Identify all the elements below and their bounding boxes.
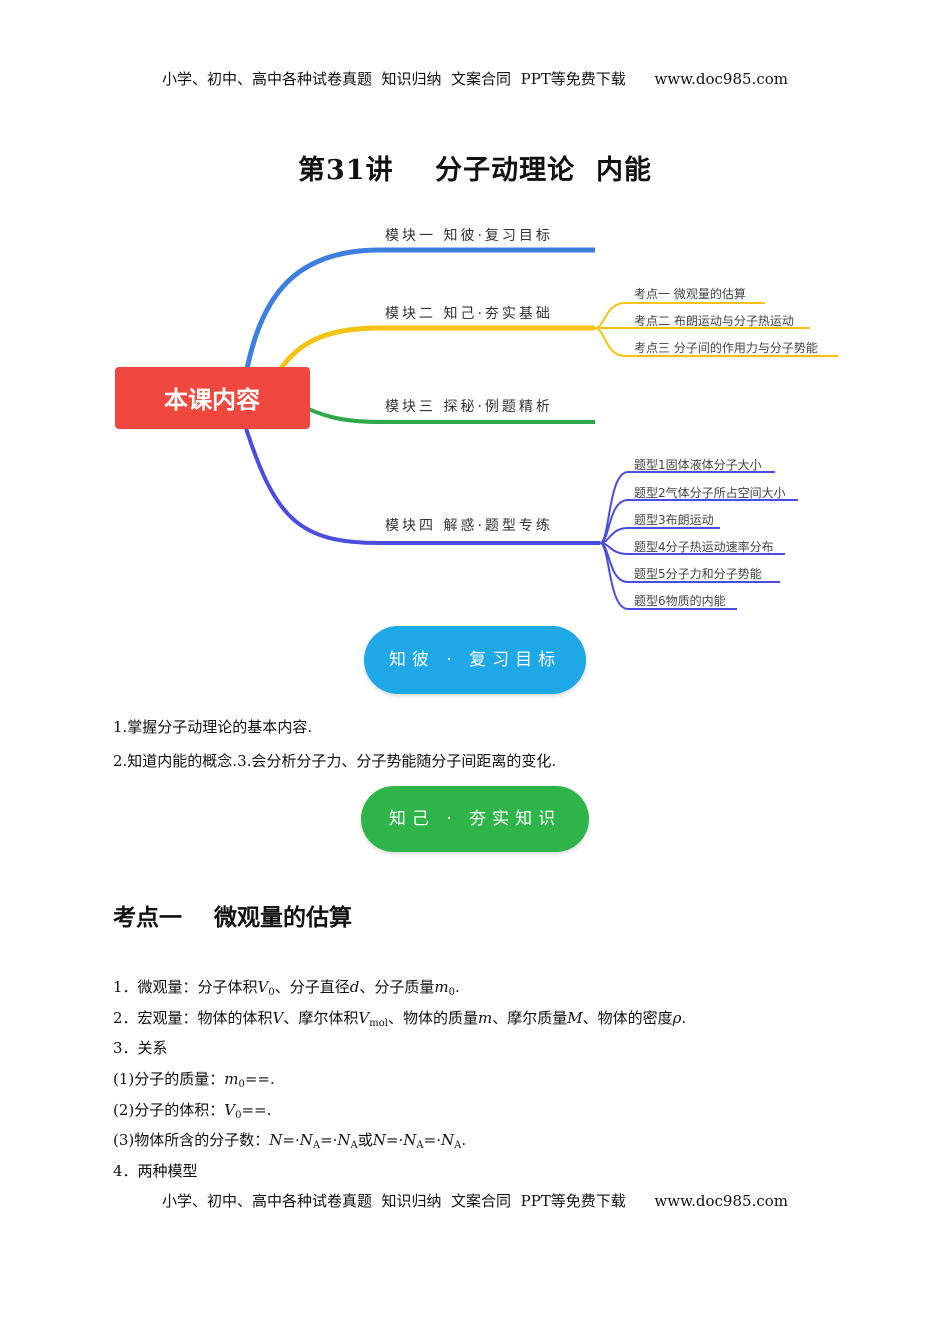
mind-map-root-box [115, 367, 310, 429]
goals-banner: 知彼 · 复习目标 [0, 626, 950, 694]
basics-banner: 知己 · 夯实知识 [0, 786, 950, 852]
branch-4-curve [243, 424, 600, 545]
m4-leaf-5: 题型5分子力和分子势能 [634, 567, 762, 581]
branch-label-3: 模块三 探秘·例题精析 [385, 399, 553, 415]
goal-line-1: 1.掌握分子动理论的基本内容. [113, 718, 313, 736]
page-title: 第31讲 分子动理论 内能 [298, 155, 652, 186]
item-4: 4．两种模型 [113, 1162, 198, 1180]
mind-map-root: 本课内容 [164, 386, 260, 414]
relation-1: (1)分子的质量：m0==. [113, 1070, 275, 1090]
branch-2-curve [277, 325, 595, 372]
m4-leaf-1: 题型1固体液体分子大小 [634, 457, 762, 472]
goal-line-2: 2.知道内能的概念.3.会分析分子力、分子势能随分子间距离的变化. [113, 752, 557, 770]
m4-leaf-connector-1 [599, 471, 775, 544]
page-header: 小学、初中、高中各种试卷真题 知识归纳 文案合同 PPT等免费下载 www.do… [161, 70, 788, 88]
m4-leaf-6: 题型6物质的内能 [634, 593, 726, 608]
item-3: 3．关系 [113, 1039, 168, 1057]
m4-leaf-2: 题型2气体分子所占空间大小 [634, 485, 786, 500]
branch-label-1: 模块一 知彼·复习目标 [385, 227, 553, 244]
m2-leaf-3: 考点三 分子间的作用力与分子势能 [634, 340, 818, 355]
branch-1-curve [242, 247, 595, 381]
branch-label-4: 模块四 解惑·题型专练 [385, 518, 553, 534]
m4-leaf-connector-6 [599, 542, 737, 610]
m2-leaf-2: 考点二 布朗运动与分子热运动 [634, 314, 794, 328]
m4-leaf-3: 题型3布朗运动 [634, 513, 714, 527]
relation-3: (3)物体所含的分子数：N=·NA=·NA或N=·NA=·NA. [113, 1131, 467, 1151]
section-heading: 考点一 微观量的估算 [113, 905, 353, 931]
relation-2: (2)分子的体积：V0==. [113, 1101, 272, 1121]
basics-banner-label: 知己 · 夯实知识 [361, 786, 589, 852]
goals-banner-label: 知彼 · 复习目标 [364, 626, 586, 694]
m4-leaf-4: 题型4分子热运动速率分布 [634, 539, 774, 554]
m2-leaf-connector-3 [594, 327, 838, 357]
page-footer: 小学、初中、高中各种试卷真题 知识归纳 文案合同 PPT等免费下载 www.do… [161, 1192, 788, 1210]
branch-label-2: 模块二 知己·夯实基础 [385, 305, 553, 322]
m2-leaf-1: 考点一 微观量的估算 [634, 286, 746, 301]
mind-map: 本课内容 模块一 知彼·复习目标 模块二 知己·夯实基础 模块三 探秘·例题精析… [115, 227, 838, 610]
item-1: 1．微观量：分子体积V0、分子直径d、分子质量m0. [113, 978, 460, 998]
item-2: 2．宏观量：物体的体积V、摩尔体积Vmol、物体的质量m、摩尔质量M、物体的密度… [113, 1009, 687, 1029]
